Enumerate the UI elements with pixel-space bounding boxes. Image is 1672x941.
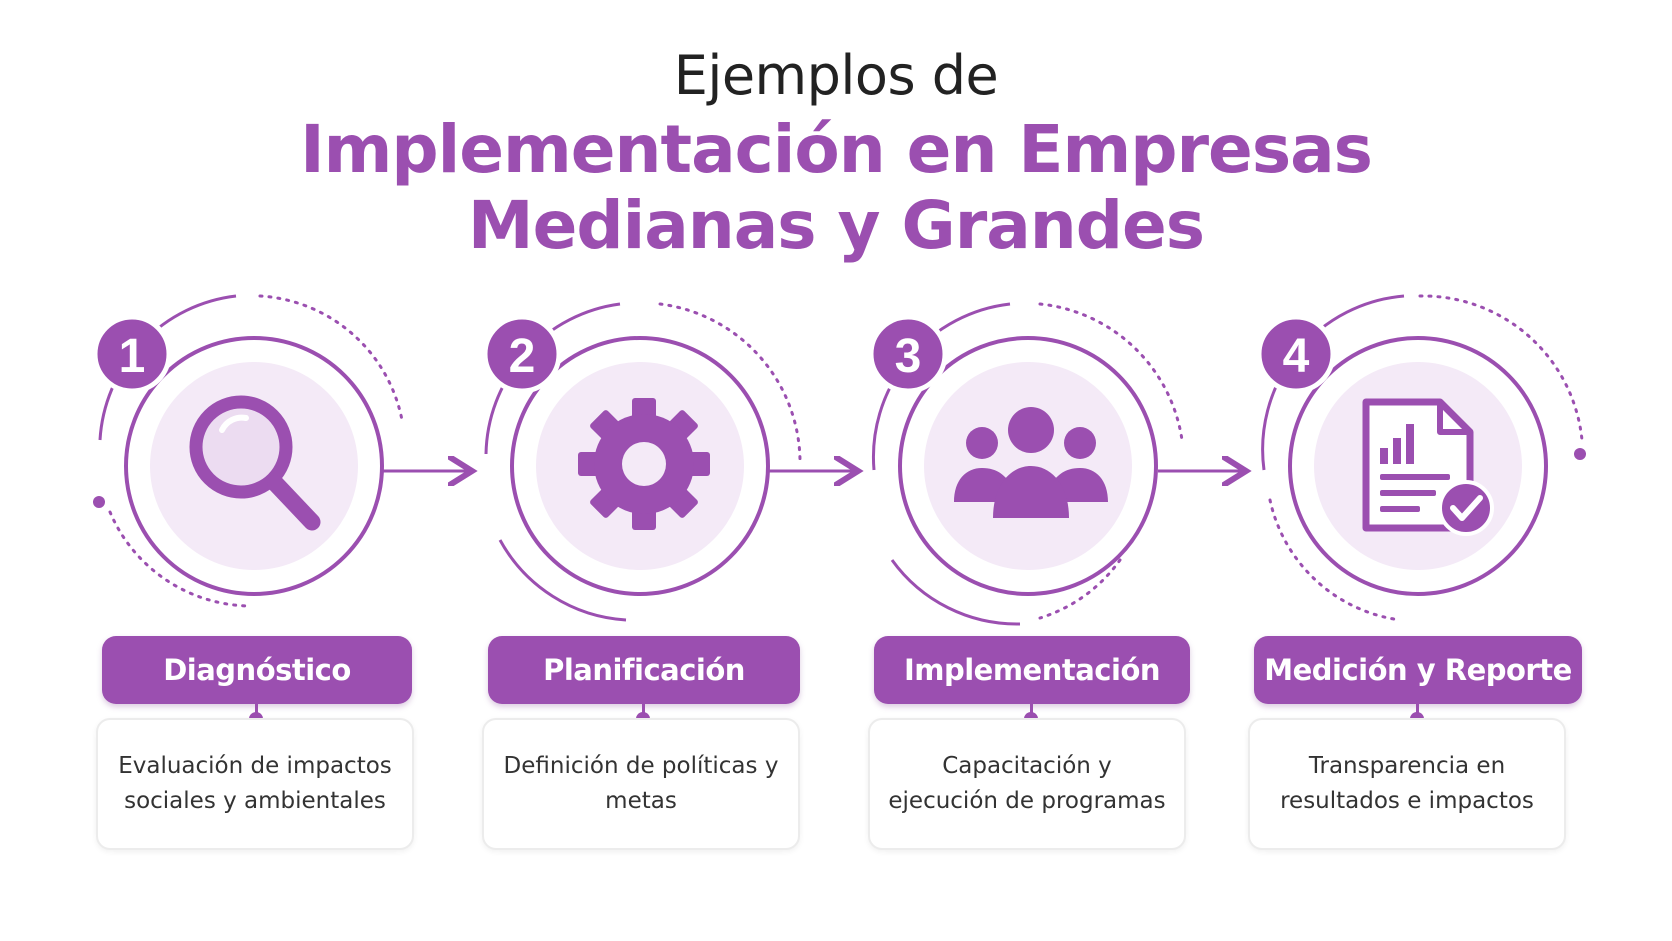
orbit-dot [93,496,105,508]
step-description: Capacitación y ejecución de programas [868,718,1186,850]
step-badge [868,314,948,394]
step-1-graphic: 1 [92,294,404,608]
inner-circle [924,362,1132,570]
step-label: Medición y Reporte [1254,636,1582,704]
connector-line [642,704,645,714]
outer-arc-dotted-bottom [1038,558,1122,620]
connector-line [255,704,258,714]
outer-arc-solid-bottom [498,539,627,622]
connector-line [1030,704,1033,714]
step-label: Planificación [488,636,800,704]
outer-arc-dotted [658,302,802,462]
outer-arc-dotted [1038,302,1184,442]
title-line-3: Medianas y Grandes [467,187,1205,264]
title-block: Ejemplos de Implementación en Empresas M… [0,40,1672,264]
step-4-graphic: 4 [1256,294,1586,622]
step-badge [92,314,172,394]
step-badge [482,314,562,394]
connector-line [1416,704,1419,714]
step-label: Diagnóstico [102,636,412,704]
step-description: Transparencia en resultados e impactos [1248,718,1566,850]
people-group-icon [954,407,1108,518]
step-number: 3 [895,330,922,383]
outer-arc-dotted-bottom [108,510,252,608]
title-line-1: Ejemplos de [673,44,999,107]
step-number: 1 [119,330,146,383]
step-description: Evaluación de impactos sociales y ambien… [96,718,414,850]
step-number: 2 [509,330,536,383]
title-line-2: Implementación en Empresas [300,111,1373,188]
outer-arc-dotted [1418,294,1584,442]
report-check-icon [1362,398,1494,536]
step-number: 4 [1283,330,1310,383]
step-description: Definición de políticas y metas [482,718,800,850]
gear-icon [578,398,710,530]
magnifying-glass-icon [189,395,321,531]
step-3-graphic: 3 [868,302,1184,626]
outer-arc-dotted-bottom [1268,498,1402,622]
orbit-dot [1574,448,1586,460]
step-2-graphic: 2 [482,302,802,622]
step-label: Implementación [874,636,1190,704]
outer-arc-solid-bottom [890,559,1021,626]
outer-arc-dotted [258,294,404,422]
step-badge [1256,314,1336,394]
